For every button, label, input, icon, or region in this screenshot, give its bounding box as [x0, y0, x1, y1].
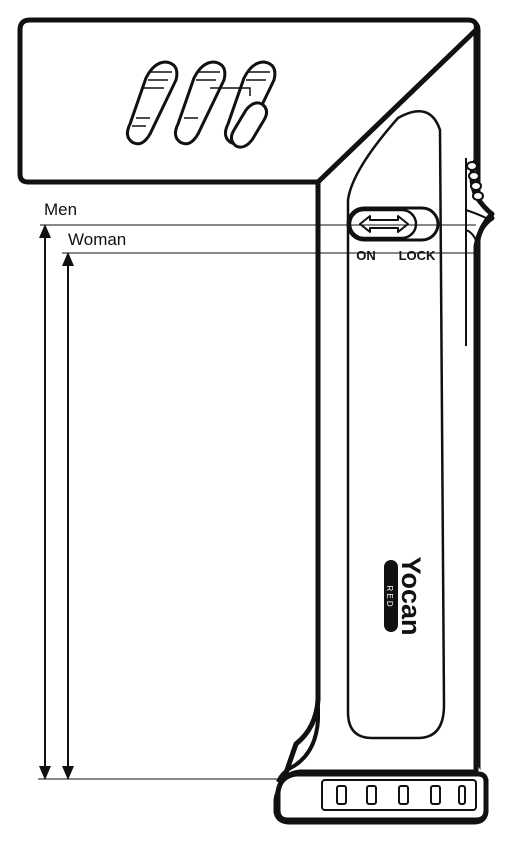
brand-sub-badge	[384, 560, 398, 632]
brand-logo: R E D Yocan	[384, 556, 426, 636]
vent-slot-2	[173, 60, 227, 146]
side-grip-dots	[466, 161, 484, 201]
switch-lock-label: LOCK	[399, 248, 436, 263]
brand-sub-text: R E D	[385, 585, 394, 607]
switch-direction-arrow	[359, 215, 409, 233]
handle-edge-line	[276, 182, 320, 783]
vent-slots	[125, 60, 277, 149]
brand-name: Yocan	[396, 556, 426, 635]
front-panel	[346, 110, 446, 740]
base-slots	[336, 785, 466, 805]
vent-slot-1	[125, 60, 179, 146]
men-dimension-arrow	[39, 224, 51, 780]
switch-on-label: ON	[356, 248, 376, 263]
men-label: Men	[44, 200, 78, 219]
vent-slot-4	[229, 101, 269, 149]
woman-label: Woman	[68, 230, 127, 249]
woman-dimension-arrow	[62, 252, 74, 780]
vent-hatching	[132, 71, 270, 127]
side-grip-curve	[465, 209, 487, 241]
